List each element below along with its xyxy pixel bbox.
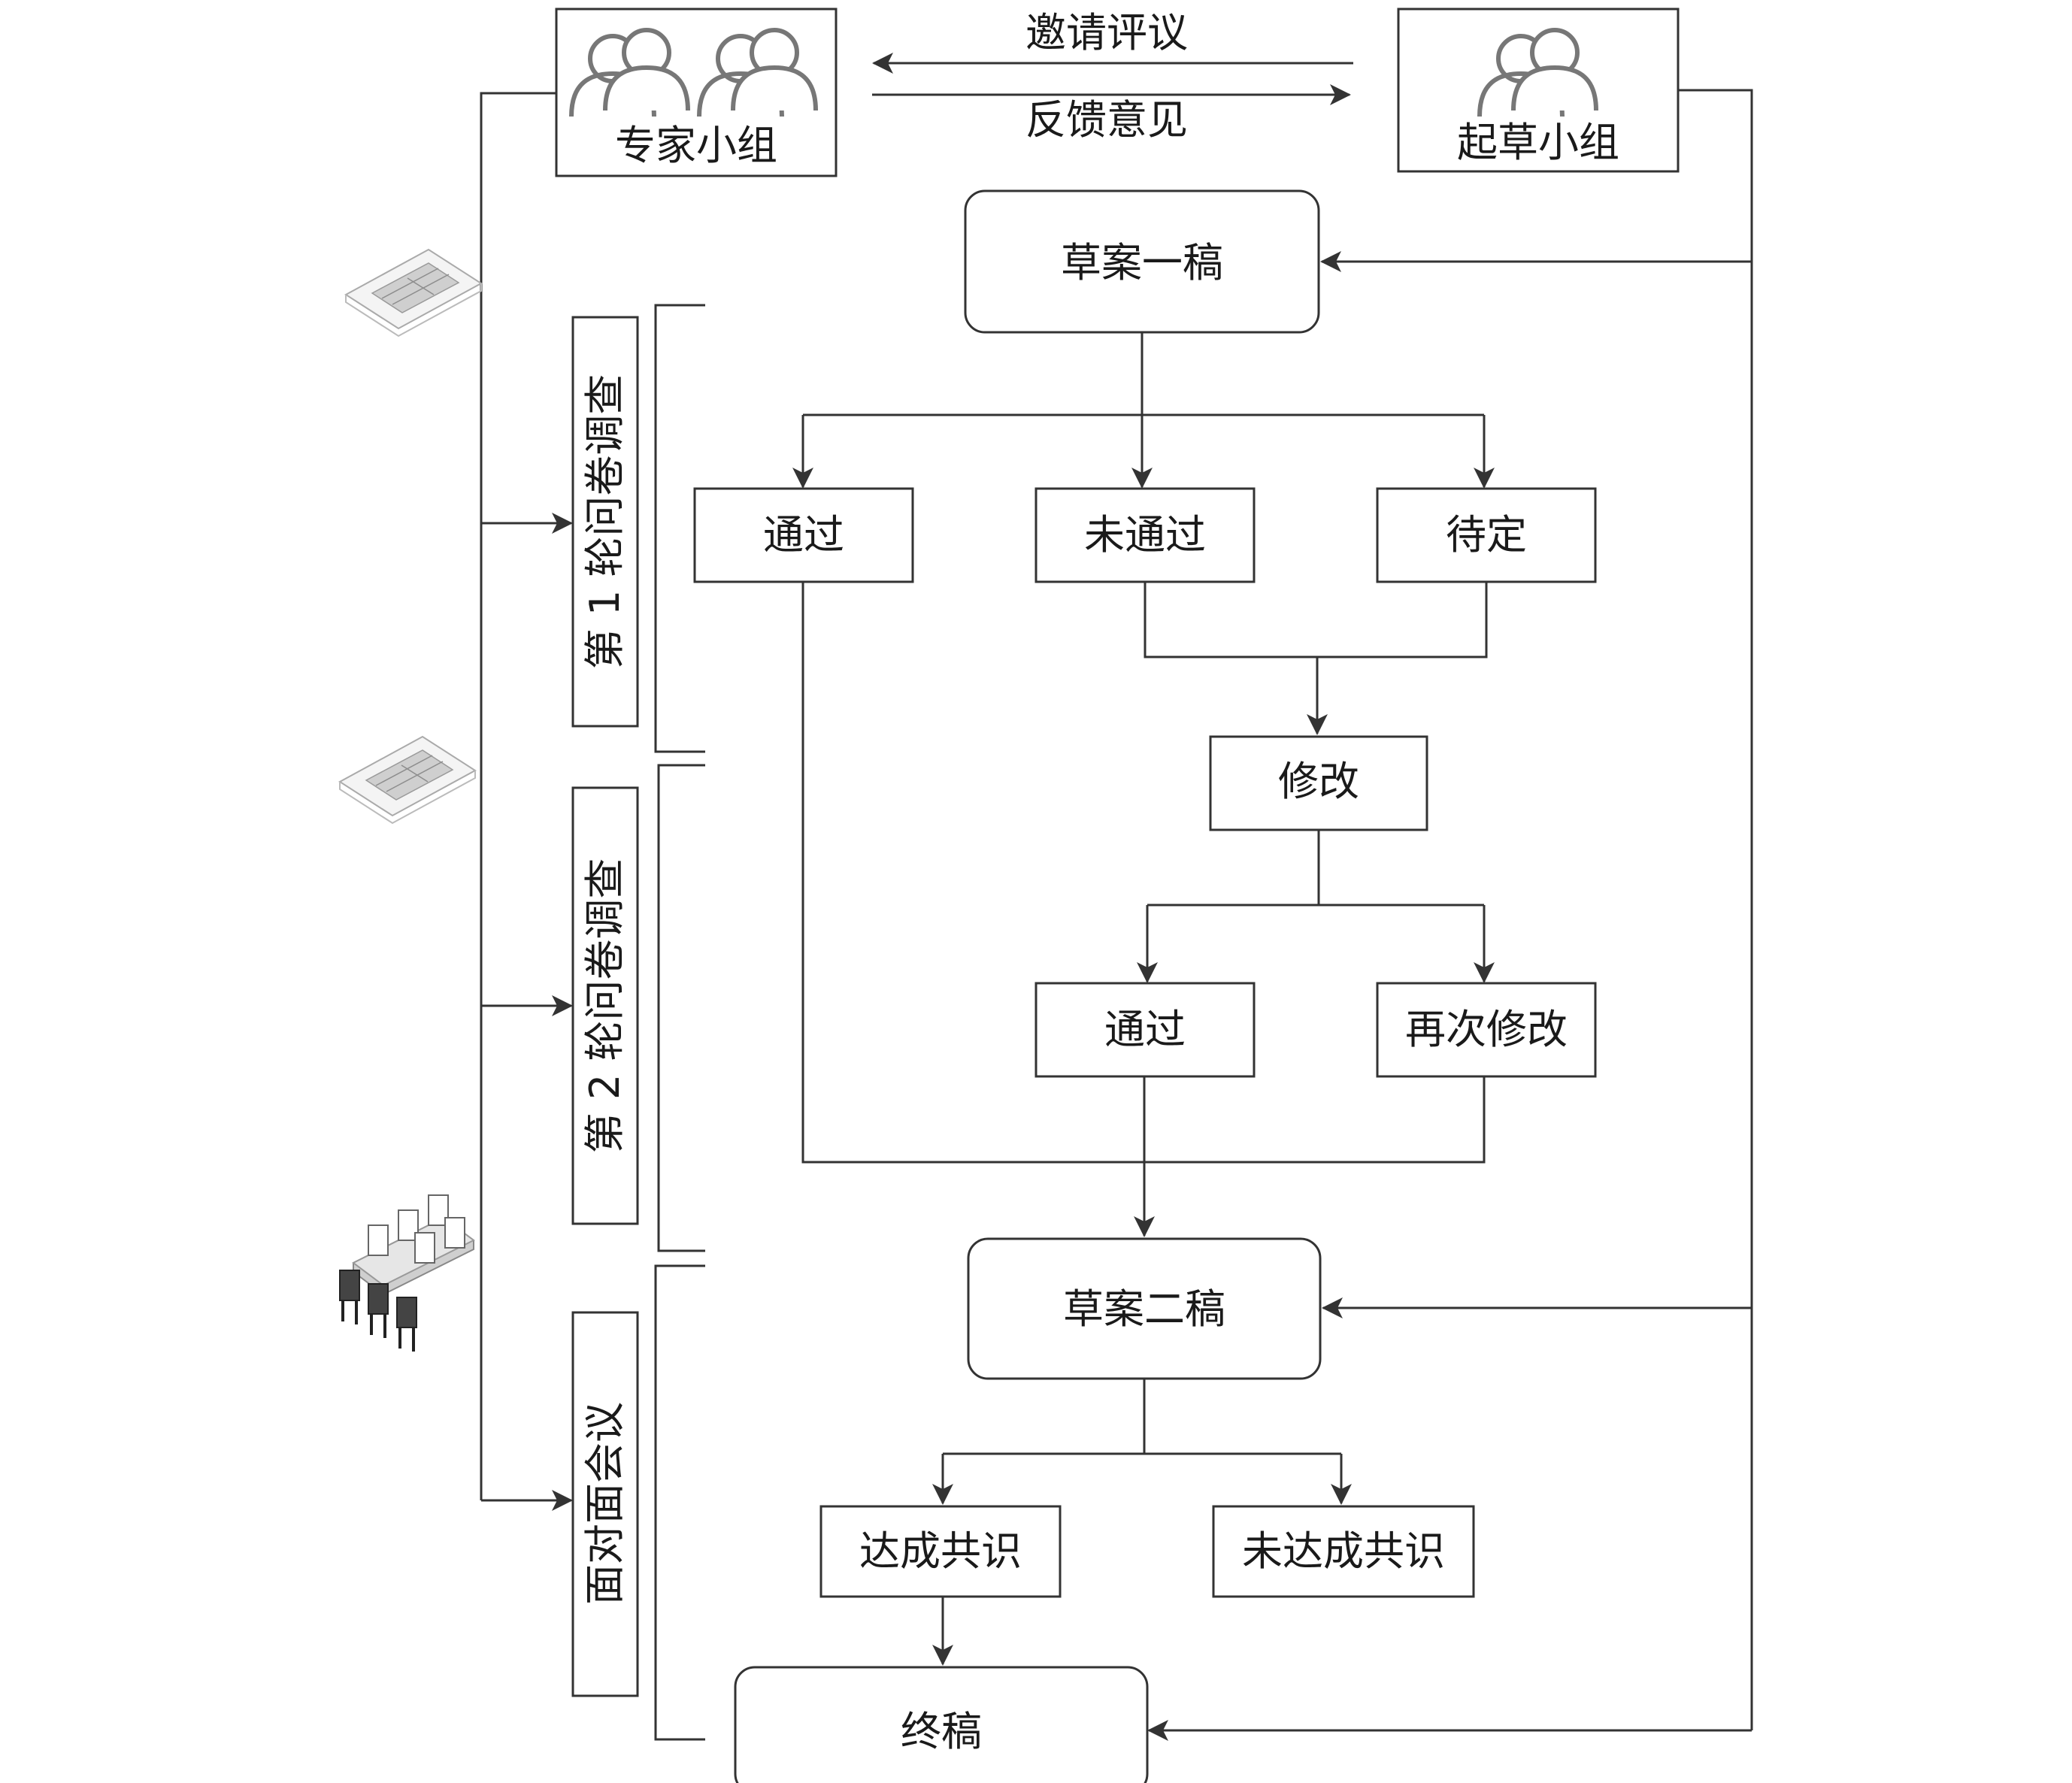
round1-bracket — [654, 304, 705, 753]
round1-stage-box — [571, 316, 639, 728]
fail1-node — [1034, 487, 1256, 583]
feedback-label: 反馈意见 — [1025, 96, 1188, 144]
revise-label: 修改 — [1278, 758, 1359, 805]
final-node — [734, 1666, 1149, 1783]
draft2-label: 草案二稿 — [1063, 1285, 1225, 1333]
no-consensus-label: 未达成共识 — [1242, 1527, 1445, 1575]
final-label: 终稿 — [901, 1708, 982, 1755]
revise-node — [1209, 735, 1428, 831]
round2-stage-label: 第 2 轮问卷调查 — [581, 858, 629, 1154]
pass1-label: 通过 — [763, 511, 844, 559]
fail1-label: 未通过 — [1084, 511, 1206, 559]
no-consensus-node — [1212, 1505, 1475, 1598]
draft1-label: 草案一稿 — [1061, 239, 1223, 286]
pass1-node — [693, 487, 914, 583]
pending1-node — [1376, 487, 1597, 583]
drafting-backbone — [1678, 89, 1753, 1730]
round2-stage-box — [571, 786, 639, 1225]
pass2-node — [1034, 982, 1256, 1078]
questionnaire-icon — [345, 249, 482, 337]
meeting-table-icon — [339, 1194, 475, 1352]
meeting-stage-label: 面对面会议 — [581, 1402, 629, 1605]
revise-again-label: 再次修改 — [1405, 1006, 1568, 1053]
revise-again-node — [1376, 982, 1597, 1078]
pass2-label: 通过 — [1104, 1006, 1186, 1053]
meeting-stage-box — [571, 1311, 639, 1697]
drafting-group-label: 起草小组 — [1457, 119, 1619, 166]
pending1-label: 待定 — [1446, 511, 1527, 559]
round1-stage-label: 第 1 轮问卷调查 — [581, 374, 629, 670]
consensus-node — [819, 1505, 1062, 1598]
meeting-bracket — [654, 1264, 705, 1741]
consensus-label: 达成共识 — [859, 1527, 1022, 1575]
invite-label: 邀请评议 — [1025, 9, 1188, 56]
merge-to-revise — [1144, 582, 1488, 658]
expert-backbone — [480, 92, 556, 1500]
round2-bracket — [657, 764, 705, 1252]
questionnaire-icon — [339, 736, 476, 824]
expert-group-label: 专家小组 — [615, 122, 777, 169]
